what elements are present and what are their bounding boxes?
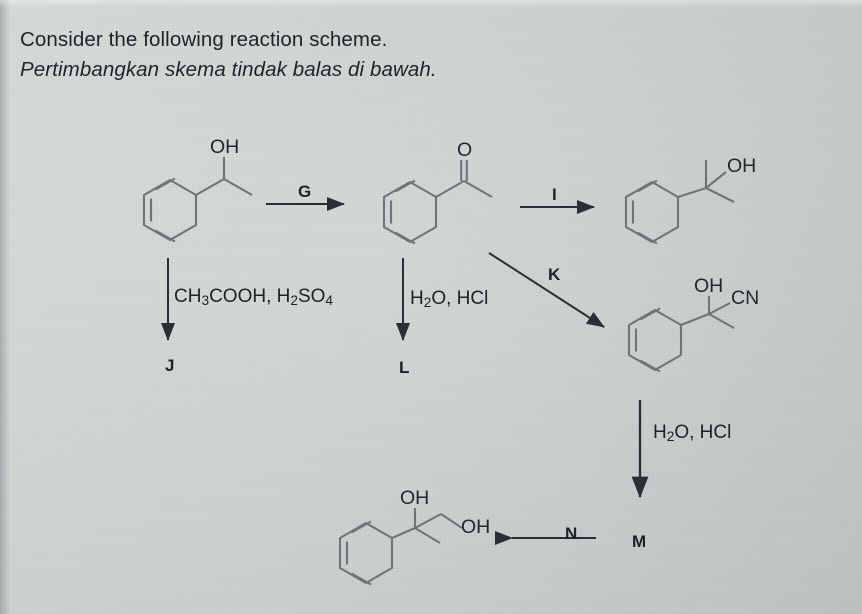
benzene-ring-3 [624, 179, 680, 245]
product-label-M: M [632, 532, 647, 551]
reagent-text-ch: CH [174, 286, 202, 307]
reagent-sub-3: 3 [201, 293, 210, 308]
reagent-label-water-hcl-lower: H2O, HCl [653, 423, 731, 444]
bond-ring-to-carbonyl-2 [435, 180, 465, 198]
arrow-label-N: N [565, 524, 578, 543]
arrow-label-K: K [548, 265, 561, 284]
bond-cq-to-methyl-4 [708, 313, 735, 329]
reagent-text-so: SO [297, 286, 326, 307]
reagent-sub-4: 4 [325, 293, 334, 308]
atom-label-oh-structure-5-tertiary: OH [400, 487, 430, 509]
reagent-sub-2: 2 [290, 293, 298, 308]
reagent-sub-2-lower: 2 [666, 429, 675, 444]
structure-5-phenylpropanediol [338, 508, 463, 586]
atom-label-oh-structure-3: OH [727, 155, 757, 177]
bond-cq-to-oh-3 [705, 171, 727, 189]
structure-3-2-phenyl-2-propanol [624, 160, 735, 245]
arrow-label-G: G [298, 182, 312, 201]
bond-ring-to-cq-3 [677, 187, 707, 198]
atom-label-cn-structure-4: CN [731, 287, 760, 309]
bond-ring-to-cq-4 [680, 313, 710, 326]
bond-cq-to-ch2-5 [414, 513, 442, 529]
benzene-ring-2 [382, 179, 438, 245]
reagent-text-cooh-h: COOH, H [209, 286, 291, 307]
reagent-label-water-hcl-upper: H2O, HCl [410, 289, 488, 310]
bond-cq-to-cn-4 [708, 302, 731, 315]
benzene-ring-1 [142, 177, 198, 243]
atom-label-oh-structure-4: OH [694, 275, 724, 297]
reagent-text-h-upper: H [410, 288, 424, 309]
prompt-text-malay: Pertimbangkan skema tindak balas di bawa… [20, 58, 437, 81]
reagent-text-o-hcl-lower: O, HCl [674, 422, 732, 443]
atom-label-oh-structure-1: OH [210, 136, 240, 158]
structure-2-acetophenone [382, 160, 493, 245]
arrow-label-I: I [552, 185, 557, 204]
benzene-ring-4 [627, 307, 683, 373]
atom-label-oh-structure-5-primary: OH [461, 516, 491, 538]
atom-label-o-structure-2: O [457, 139, 473, 161]
structure-1-phenylethanol [142, 157, 253, 243]
reagent-text-o-hcl-upper: O, HCl [431, 288, 489, 309]
arrow-K [488, 252, 605, 328]
reagent-text-h-lower: H [653, 422, 667, 443]
reagent-label-acetic-sulfuric: CH3COOH, H2SO4 [174, 287, 333, 308]
reagent-sub-2-upper: 2 [423, 295, 432, 310]
bond-cq-to-methyl-down-3 [705, 187, 735, 203]
bond-ring-to-cq-5 [391, 527, 416, 539]
structure-4-cyanohydrin [627, 296, 735, 373]
bond-ring-to-carbinol-1 [195, 178, 225, 196]
benzene-ring-5 [338, 520, 394, 586]
bond-cq-to-methyl-5 [414, 527, 441, 544]
bond-c-to-methyl-1 [223, 178, 253, 196]
prompt-text-english: Consider the following reaction scheme. [20, 28, 388, 51]
product-label-J: J [165, 356, 175, 375]
bond-carbonyl-to-methyl-2 [463, 180, 493, 198]
bond-ch2-to-oh-5 [440, 513, 463, 529]
product-label-L: L [399, 358, 410, 377]
